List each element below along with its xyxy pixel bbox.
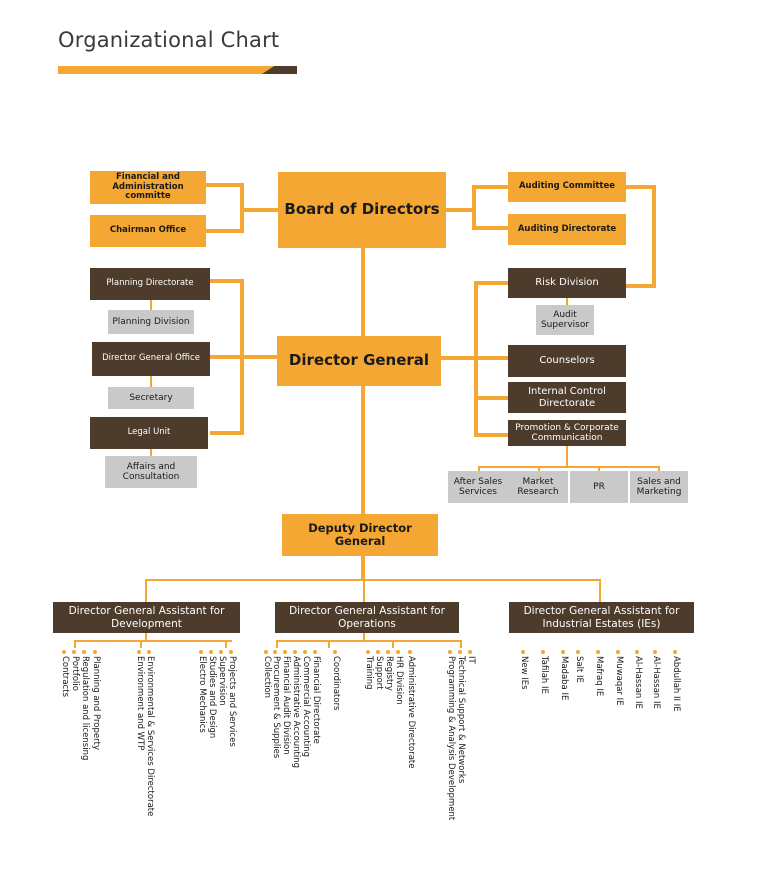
list-item: Supervision bbox=[217, 656, 227, 706]
dga-operations-box: Director General Assistant for Operation… bbox=[275, 602, 459, 633]
affairs-consultation-box: Affairs and Consultation bbox=[105, 456, 197, 488]
after-sales-box: After Sales Services bbox=[448, 471, 508, 503]
deputy-director-general-box: Deputy Director General bbox=[282, 514, 438, 556]
director-general-box: Director General bbox=[277, 336, 441, 386]
list-item: Environmental & Services Directorate bbox=[145, 656, 155, 817]
list-item: Abdullah II IE bbox=[671, 656, 681, 712]
planning-directorate-box: Planning Directorate bbox=[90, 268, 210, 300]
title-underline-accent bbox=[262, 66, 297, 74]
list-item: Projects and Services bbox=[227, 656, 237, 747]
risk-division-box: Risk Division bbox=[508, 268, 626, 298]
list-item: Registry bbox=[384, 656, 394, 691]
list-item: Al-Hassan IE bbox=[633, 656, 643, 709]
list-item: Electro Mechanics bbox=[197, 656, 207, 733]
audit-supervisor-box: Audit Supervisor bbox=[536, 305, 594, 335]
secretary-box: Secretary bbox=[108, 387, 194, 409]
legal-unit-box: Legal Unit bbox=[90, 417, 208, 449]
list-item: Collection bbox=[262, 656, 272, 699]
title-underline bbox=[58, 66, 274, 74]
list-item: New IEs bbox=[519, 656, 529, 690]
list-item: Mafraq IE bbox=[594, 656, 604, 697]
list-item: Planning and Property bbox=[91, 656, 101, 750]
page-title: Organizational Chart bbox=[58, 28, 280, 52]
list-item: IT bbox=[466, 656, 476, 664]
list-item: Administrative Directorate bbox=[406, 656, 416, 769]
list-item: Tafilah IE bbox=[539, 656, 549, 694]
list-item: Al-Hassan IE bbox=[651, 656, 661, 709]
board-of-directors-box: Board of Directors bbox=[278, 172, 446, 248]
chairman-office-box: Chairman Office bbox=[90, 215, 206, 247]
list-item: Madaba IE bbox=[559, 656, 569, 701]
list-item: Environment and WTP bbox=[135, 656, 145, 751]
sales-marketing-box: Sales and Marketing bbox=[630, 471, 688, 503]
counselors-box: Counselors bbox=[508, 345, 626, 377]
internal-control-box: Internal Control Directorate bbox=[508, 382, 626, 413]
planning-division-box: Planning Division bbox=[108, 310, 194, 334]
auditing-directorate-box: Auditing Directorate bbox=[508, 214, 626, 245]
list-item: Support bbox=[374, 656, 384, 690]
list-item: Salt IE bbox=[574, 656, 584, 683]
list-item: Financial Audit Division bbox=[281, 656, 291, 755]
list-item: Regulation and licensing bbox=[80, 656, 90, 761]
list-item: Administrative Accounting bbox=[291, 656, 301, 769]
list-item: Training bbox=[364, 656, 374, 690]
list-item: HR Division bbox=[394, 656, 404, 705]
list-item: Muwaqar IE bbox=[614, 656, 624, 706]
list-item: Programming & Analysis Development bbox=[446, 656, 456, 821]
list-item: Portfolio bbox=[70, 656, 80, 691]
list-item: Commercial Accounting bbox=[301, 656, 311, 758]
director-general-office-box: Director General Office bbox=[92, 342, 210, 376]
market-research-box: Market Research bbox=[508, 471, 568, 503]
promotion-communication-box: Promotion & Corporate Communication bbox=[508, 420, 626, 446]
list-item: Procurement & Supplies bbox=[271, 656, 281, 759]
dga-estates-box: Director General Assistant for Industria… bbox=[509, 602, 694, 633]
list-item: Contracts bbox=[60, 656, 70, 697]
list-item: Coordinators bbox=[331, 656, 341, 711]
auditing-committee-box: Auditing Committee bbox=[508, 172, 626, 202]
list-item: Studies and Design bbox=[207, 656, 217, 739]
list-item: Technical Support & Networks bbox=[456, 656, 466, 784]
pr-box: PR bbox=[570, 471, 628, 503]
list-item: Financial Directorate bbox=[311, 656, 321, 744]
financial-admin-committee-box: Financial and Administration committe bbox=[90, 171, 206, 204]
dga-development-box: Director General Assistant for Developme… bbox=[53, 602, 240, 633]
